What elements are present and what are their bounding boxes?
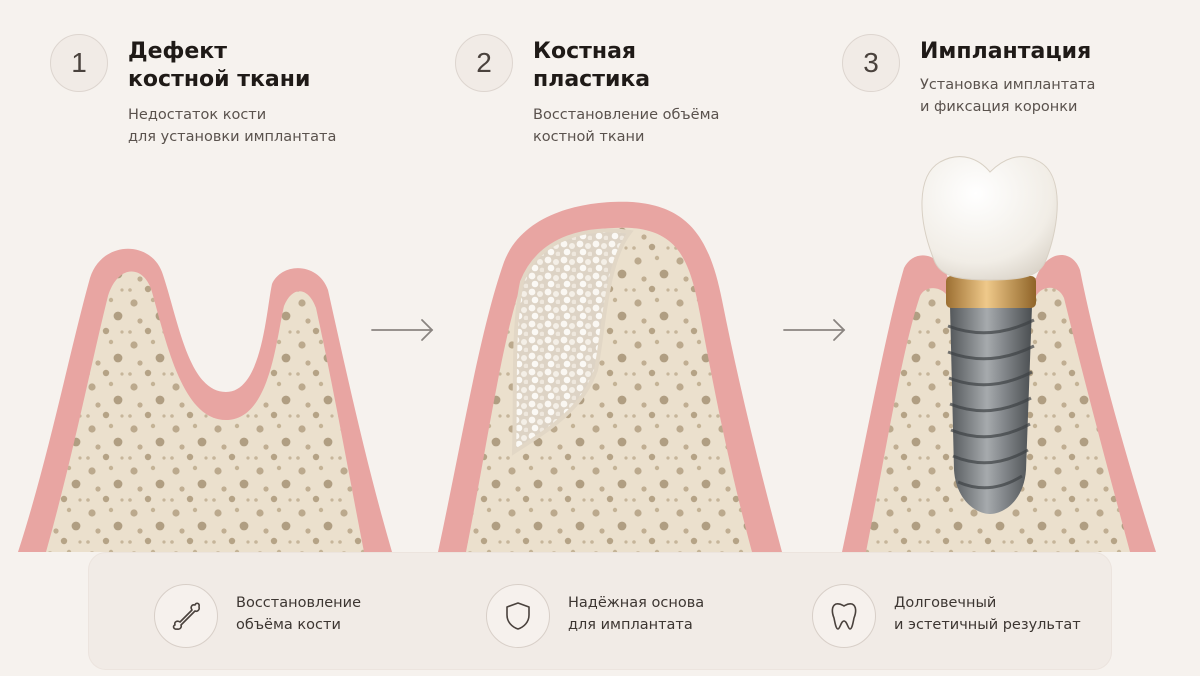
- step-title: Имплантация: [920, 39, 1092, 64]
- bone-icon: [154, 584, 218, 648]
- step-title: Костная пластика: [533, 39, 651, 92]
- tooth-icon: [812, 584, 876, 648]
- bone: [46, 271, 364, 552]
- benefit-text: Долговечный и эстетичный результат: [894, 595, 1081, 633]
- stage-2-bone-grafting: [438, 201, 782, 552]
- step-description: Недостаток кости для установки имплантат…: [128, 107, 337, 145]
- benefits-panel: Восстановление объёма кости Надёжная осн…: [88, 552, 1112, 670]
- stage-3-implantation: [842, 156, 1156, 552]
- stage-1-bone-defect: [18, 248, 392, 552]
- benefit-text: Надёжная основа для имплантата: [568, 595, 705, 633]
- step-number-badge: 2: [455, 34, 513, 92]
- step-description: Восстановление объёма костной ткани: [533, 107, 720, 145]
- step-description: Установка имплантата и фиксация коронки: [920, 77, 1096, 115]
- dental-crown: [921, 156, 1058, 281]
- shield-icon: [486, 584, 550, 648]
- benefit-text: Восстановление объёма кости: [236, 595, 362, 633]
- arrow-2-icon: [783, 319, 846, 341]
- implant-threads: [947, 318, 1035, 490]
- graft-material: [511, 228, 634, 456]
- step-number-badge: 1: [50, 34, 108, 92]
- step-title: Дефект костной ткани: [128, 39, 311, 92]
- step-number-badge: 3: [842, 34, 900, 92]
- abutment: [946, 276, 1036, 308]
- arrow-1-icon: [371, 319, 434, 341]
